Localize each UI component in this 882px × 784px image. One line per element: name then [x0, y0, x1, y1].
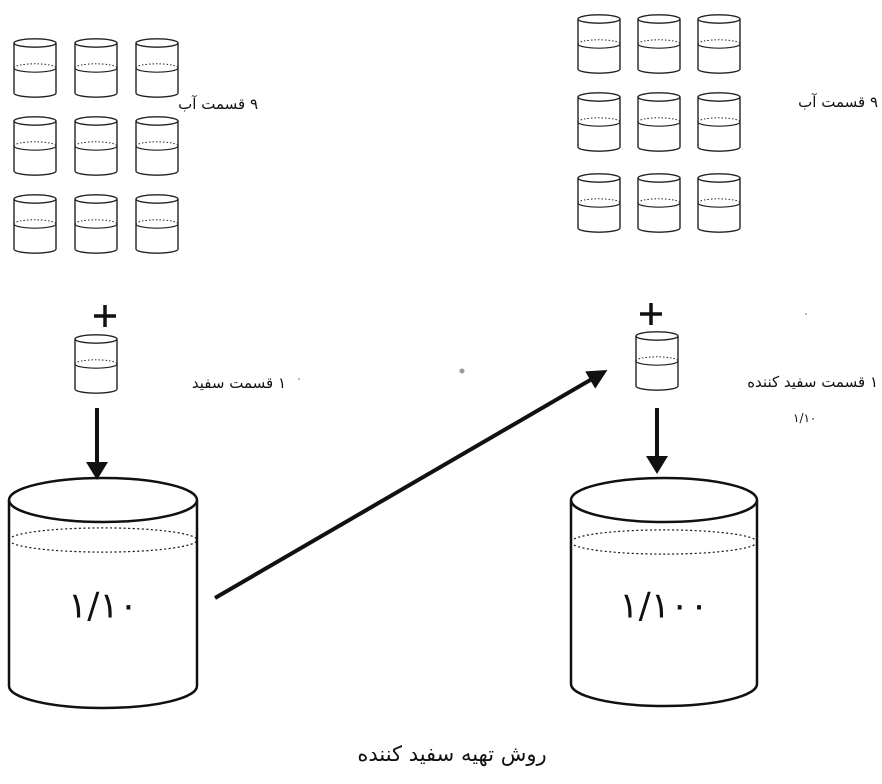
left-tank [7, 476, 199, 710]
speck [459, 368, 465, 374]
left-bleach-label: ۱ قسمت سفید [191, 374, 286, 392]
right-water-label: ۹ قسمت آب [798, 93, 878, 111]
speck [805, 313, 807, 315]
left-tank-ratio: ۱/۱۰ [67, 585, 139, 627]
liquid-level-back [8, 527, 198, 541]
bleach-cup-icon [635, 331, 679, 391]
speck [298, 378, 300, 380]
liquid-level-back [570, 529, 758, 543]
water-cup-icon [637, 14, 681, 74]
diagram-caption: روش تهیه سفید کننده [357, 742, 547, 766]
liquid-level-front [8, 539, 198, 553]
water-cup-icon [697, 14, 741, 74]
water-cup-icon [13, 38, 57, 98]
water-cup-icon [135, 116, 179, 176]
water-cup-icon [697, 92, 741, 152]
left-down-arrow [86, 408, 108, 480]
water-cup-icon [74, 194, 118, 254]
water-cup-icon [697, 173, 741, 233]
right-tank [569, 476, 759, 708]
right-bleach-sub-label: ۱/۱۰ [793, 411, 817, 425]
bleach-cup-icon [74, 334, 118, 394]
water-cup-icon [135, 38, 179, 98]
water-cup-icon [577, 14, 621, 74]
water-cup-icon [637, 92, 681, 152]
water-cup-icon [577, 173, 621, 233]
water-cup-icon [135, 194, 179, 254]
left-water-label: ۹ قسمت آب [178, 95, 258, 113]
water-cup-icon [74, 116, 118, 176]
liquid-level-front [570, 541, 758, 555]
right-bleach-cup [635, 331, 679, 391]
left-water-cups [13, 38, 179, 254]
left-bleach-cup [74, 334, 118, 394]
right-down-arrow [646, 408, 668, 474]
right-tank-ratio: ۱/۱۰۰ [619, 585, 709, 627]
left-plus-sign [94, 305, 116, 327]
right-water-cups [577, 14, 741, 233]
tank-rim [7, 476, 199, 524]
water-cup-icon [13, 116, 57, 176]
water-cup-icon [637, 173, 681, 233]
transfer-arrow [213, 369, 608, 600]
tank-rim [569, 476, 759, 524]
water-cup-icon [13, 194, 57, 254]
tank-body [7, 500, 199, 710]
right-plus-sign [640, 303, 662, 325]
water-cup-icon [74, 38, 118, 98]
water-cup-icon [577, 92, 621, 152]
tank-body [569, 500, 759, 708]
right-bleach-label: ۱ قسمت سفید کننده [747, 373, 878, 391]
